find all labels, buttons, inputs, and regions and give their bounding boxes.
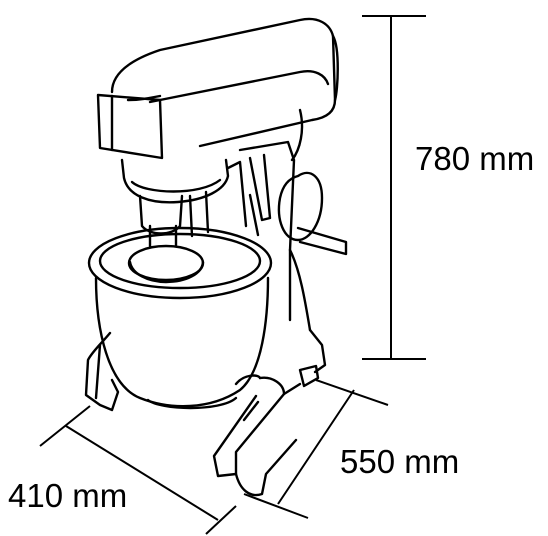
mixer-column [226, 108, 327, 374]
width-dimension-label: 410 mm [8, 477, 128, 514]
depth-dimension-label: 550 mm [340, 443, 460, 480]
width-dimension-line [39, 405, 237, 535]
beater-attachment [127, 244, 205, 284]
mixer-base [212, 364, 320, 497]
mixer-head [110, 17, 339, 148]
bowl-arm [84, 331, 120, 412]
height-dimension-label: 780 mm [415, 140, 535, 177]
handwheel [277, 171, 348, 256]
depth-dimension-line [243, 379, 389, 519]
mixing-bowl [87, 226, 273, 410]
motor-cover [96, 93, 164, 160]
height-dimension-line [362, 15, 426, 360]
